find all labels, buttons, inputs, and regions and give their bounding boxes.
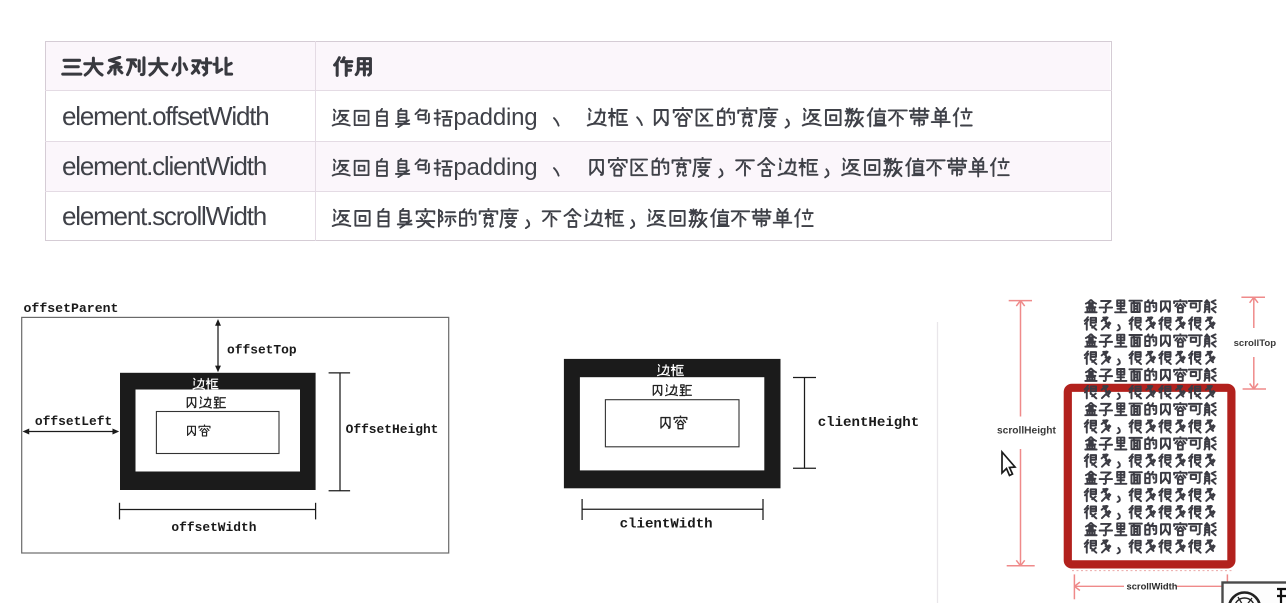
svg-text:scrollWidth: scrollWidth — [1127, 581, 1178, 592]
svg-text:clientWidth: clientWidth — [620, 516, 713, 532]
svg-text:offsetWidth: offsetWidth — [171, 520, 256, 535]
svg-text:scrollHeight: scrollHeight — [997, 425, 1056, 436]
svg-text:offsetLeft: offsetLeft — [35, 414, 112, 429]
svg-text:scrollTop: scrollTop — [1234, 338, 1277, 349]
svg-text:clientHeight: clientHeight — [818, 415, 920, 431]
svg-text:OffsetHeight: OffsetHeight — [346, 422, 439, 437]
svg-text:offsetParent: offsetParent — [24, 301, 119, 316]
svg-text:offsetTop: offsetTop — [227, 343, 297, 358]
